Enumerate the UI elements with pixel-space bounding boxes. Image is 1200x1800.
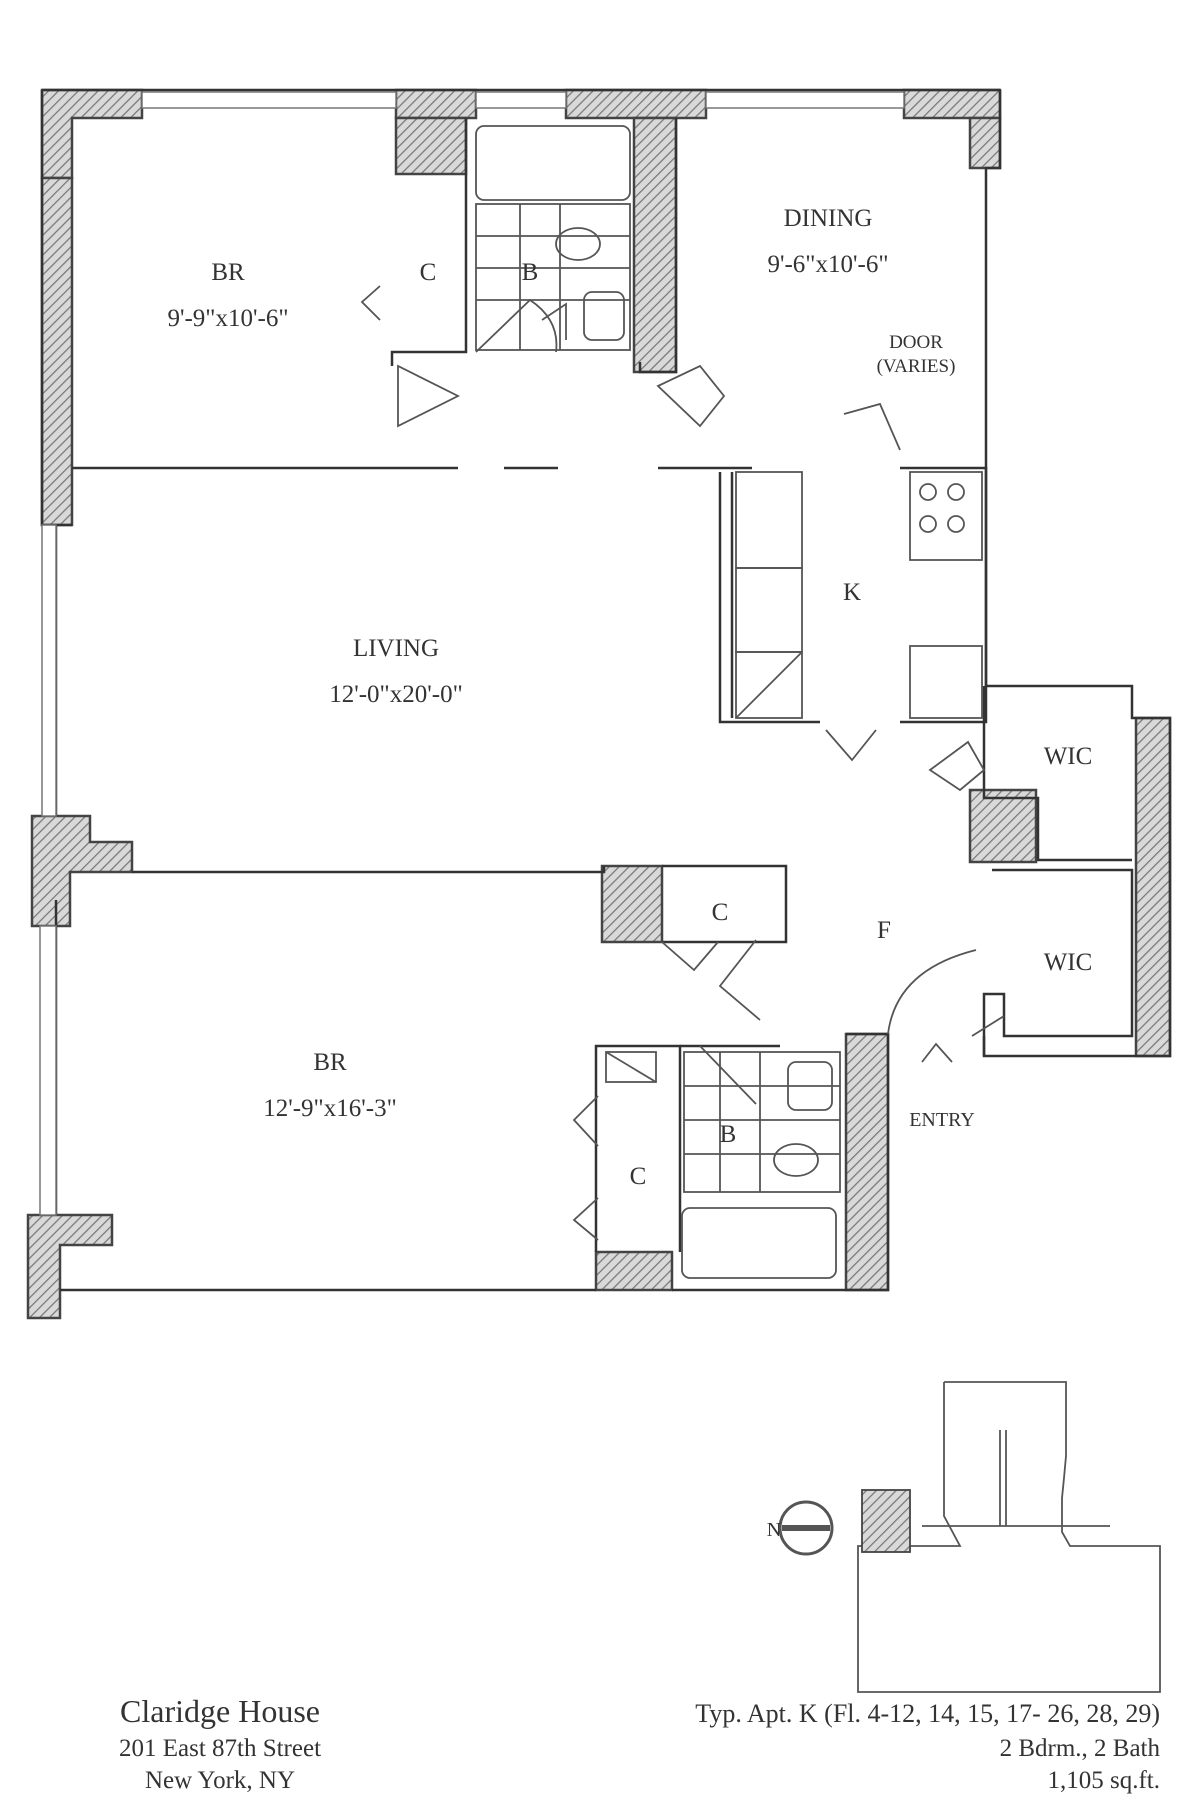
building-city: New York, NY bbox=[145, 1767, 295, 1794]
entry-label: ENTRY bbox=[909, 1109, 975, 1131]
key-plan bbox=[778, 1381, 1161, 1693]
dining-name: DINING bbox=[784, 205, 873, 232]
br1-name: BR bbox=[211, 259, 245, 286]
fixtures bbox=[475, 125, 983, 1279]
closet-1-label: C bbox=[420, 259, 437, 286]
kitchen-label: K bbox=[843, 579, 861, 606]
doors bbox=[360, 285, 1005, 1241]
windows bbox=[39, 91, 905, 1216]
closet-3-label: C bbox=[630, 1163, 647, 1190]
building-name: Claridge House bbox=[120, 1693, 320, 1729]
caption-building: Claridge House 201 East 87th Street New … bbox=[119, 1693, 321, 1794]
door-note-line2: (VARIES) bbox=[877, 356, 956, 377]
walls-outline bbox=[40, 88, 1172, 1292]
dining-size: 9'-6"x10'-6" bbox=[767, 251, 888, 278]
br2-name: BR bbox=[313, 1049, 347, 1076]
caption-apartment: Typ. Apt. K (Fl. 4-12, 14, 15, 17- 26, 2… bbox=[695, 1699, 1160, 1794]
br2-size: 12'-9"x16'-3" bbox=[263, 1095, 397, 1122]
foyer-label: F bbox=[877, 917, 891, 944]
living-size: 12'-0"x20'-0" bbox=[329, 681, 463, 708]
north-label: N bbox=[767, 1519, 781, 1541]
br1-size: 9'-9"x10'-6" bbox=[167, 305, 288, 332]
apartment-line3: 1,105 sq.ft. bbox=[1048, 1767, 1161, 1794]
closet-2-label: C bbox=[712, 899, 729, 926]
bath-2-label: B bbox=[720, 1121, 737, 1148]
wic-2-label: WIC bbox=[1044, 949, 1093, 976]
apartment-line2: 2 Bdrm., 2 Bath bbox=[1000, 1735, 1161, 1762]
apartment-line1: Typ. Apt. K (Fl. 4-12, 14, 15, 17- 26, 2… bbox=[695, 1699, 1160, 1728]
walls bbox=[26, 88, 1172, 1320]
bath-1-label: B bbox=[522, 259, 539, 286]
living-name: LIVING bbox=[353, 635, 439, 662]
wic-1-label: WIC bbox=[1044, 743, 1093, 770]
door-note-line1: DOOR bbox=[889, 332, 943, 353]
room-labels: BR 9'-9"x10'-6" C B DINING 9'-6"x10'-6" … bbox=[167, 205, 1092, 1541]
building-address: 201 East 87th Street bbox=[119, 1735, 321, 1762]
